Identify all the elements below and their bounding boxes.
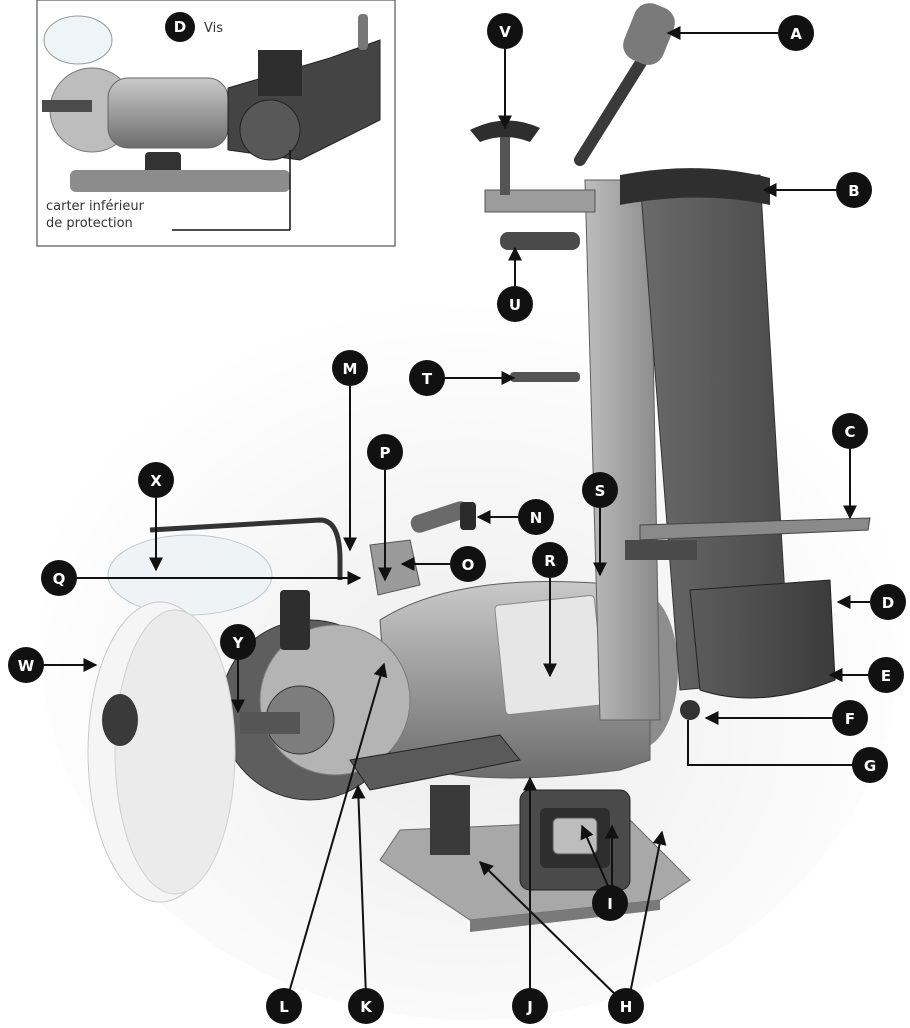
callout-g: G	[852, 747, 888, 783]
tracking-screw	[500, 135, 510, 195]
svg-text:W: W	[18, 657, 35, 675]
svg-text:D: D	[882, 594, 894, 612]
svg-text:M: M	[343, 360, 358, 378]
inset-caption-line1: carter inférieur	[46, 199, 144, 214]
svg-text:H: H	[620, 998, 633, 1016]
callout-j: J	[512, 988, 548, 1024]
machine-illustration	[87, 3, 871, 932]
leader-lines	[44, 26, 870, 1005]
callout-p: P	[367, 434, 403, 470]
callout-d: D	[870, 584, 906, 620]
callout-w: W	[8, 647, 44, 683]
switch-button	[552, 817, 598, 855]
callout-i: I	[592, 885, 628, 921]
svg-text:C: C	[844, 423, 855, 441]
inset-tool-rest	[42, 100, 92, 112]
inset-caption-line2: de protection	[46, 216, 133, 231]
tension-lever-grip	[623, 3, 675, 65]
callout-u: U	[497, 286, 533, 322]
callout-c: C	[832, 413, 868, 449]
callout-n: N	[518, 499, 554, 535]
leader-i-1	[580, 824, 609, 887]
inset-eye-shield	[43, 15, 113, 65]
inset-pulley-wheel	[239, 99, 301, 161]
svg-text:T: T	[422, 370, 433, 388]
svg-text:L: L	[279, 998, 289, 1016]
svg-text:U: U	[509, 296, 521, 314]
callout-b: B	[836, 172, 872, 208]
callout-s: S	[582, 472, 618, 508]
callout-e: E	[868, 657, 904, 693]
callout-l: L	[266, 988, 302, 1024]
callout-k: K	[348, 988, 384, 1024]
eye-shield-rod	[149, 517, 343, 580]
eye-shield-clamp	[280, 590, 310, 650]
belt-bottom-guard	[689, 579, 836, 699]
leader-l	[287, 662, 388, 997]
leader-h-2	[627, 830, 667, 1005]
svg-text:G: G	[864, 757, 876, 775]
platen-support	[625, 540, 697, 560]
tool-rest	[349, 734, 521, 791]
tracking-bolt	[500, 232, 580, 250]
shaft-spindle	[240, 712, 300, 734]
inset-tension-handle	[358, 14, 368, 50]
callout-a: A	[778, 15, 814, 51]
inset-motor-body	[107, 77, 229, 149]
inset-callout-d-letter: D	[174, 18, 186, 36]
callout-v: V	[487, 13, 523, 49]
callout-y: Y	[220, 624, 256, 660]
inset-callout-d-marker	[165, 12, 195, 42]
svg-text:J: J	[526, 998, 533, 1016]
svg-text:P: P	[380, 444, 391, 462]
svg-text:I: I	[607, 895, 613, 913]
callout-h: H	[608, 988, 644, 1024]
eye-shield	[107, 534, 273, 616]
svg-text:A: A	[790, 25, 802, 43]
arm-side-bolt	[510, 372, 580, 382]
svg-text:N: N	[530, 509, 543, 527]
svg-text:K: K	[360, 998, 373, 1016]
callout-o: O	[450, 546, 486, 582]
callout-r: R	[532, 542, 568, 578]
callout-badges: A B C D E F G H I J K L M N O P Q R S T …	[8, 13, 906, 1024]
svg-text:Y: Y	[232, 634, 245, 652]
inset-vis-label: Vis	[204, 21, 223, 36]
belt-top-guard	[620, 168, 770, 205]
svg-text:B: B	[848, 182, 859, 200]
leader-k	[351, 784, 367, 997]
belt-adjust-knob	[680, 700, 700, 720]
svg-text:F: F	[845, 710, 855, 728]
svg-text:X: X	[150, 472, 162, 490]
svg-text:V: V	[499, 23, 511, 41]
svg-text:E: E	[881, 667, 891, 685]
svg-text:S: S	[595, 482, 606, 500]
inset-base	[70, 170, 290, 192]
callout-f: F	[832, 700, 868, 736]
deflector-bracket	[410, 501, 470, 533]
tracking-bracket	[484, 189, 596, 213]
inset-caption: carter inférieur de protection	[46, 198, 144, 232]
inset-belt-plate	[258, 50, 302, 96]
buffing-wheel-hub	[102, 694, 138, 746]
callout-m: M	[332, 350, 368, 386]
callout-t: T	[409, 360, 445, 396]
callout-q: Q	[41, 560, 77, 596]
buffing-wheel-side	[114, 609, 236, 895]
inset-box: D Vis	[36, 0, 396, 247]
svg-text:O: O	[462, 556, 475, 574]
svg-text:Q: Q	[53, 570, 66, 588]
callout-x: X	[138, 462, 174, 498]
belt-platen-table	[639, 517, 871, 541]
svg-text:R: R	[544, 552, 556, 570]
deflector-knob	[460, 502, 476, 530]
leader-g	[687, 720, 852, 766]
tracking-knob	[470, 120, 540, 142]
leader-h-1	[478, 861, 626, 1005]
tool-rest-support	[430, 785, 470, 855]
